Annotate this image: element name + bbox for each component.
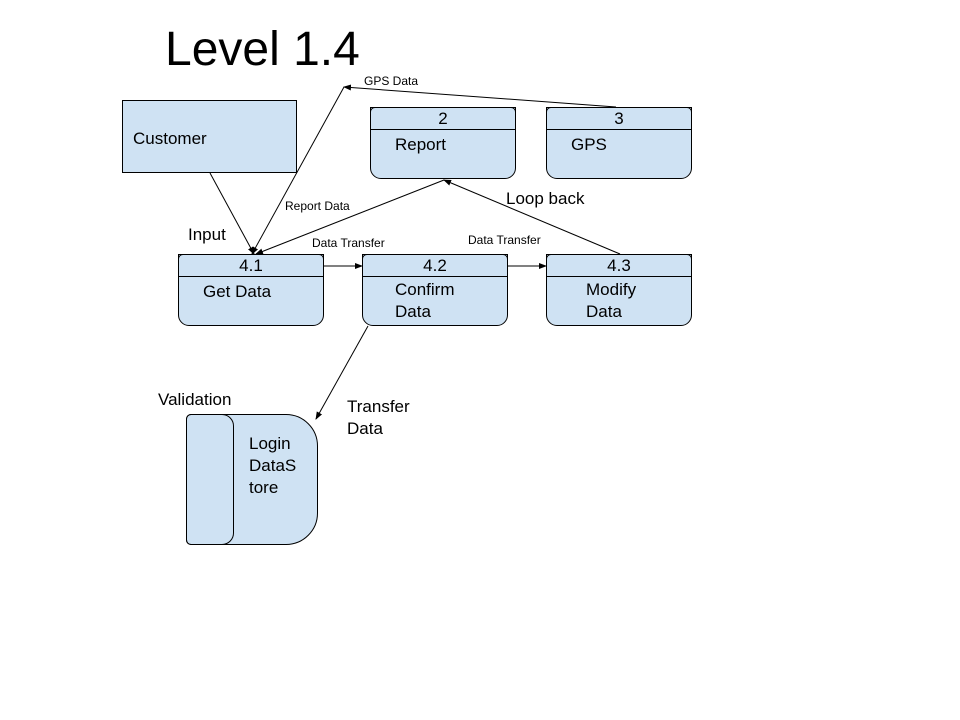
diagram-title: Level 1.4 [165, 23, 360, 76]
customer-entity: Customer [122, 100, 297, 173]
process-4-1-name: Get Data [203, 282, 272, 301]
loop-back-arrow [443, 179, 621, 255]
input-label: Input [188, 225, 226, 244]
report-data-label: Report Data [285, 199, 350, 213]
datastore-label-line2: DataS [249, 456, 297, 475]
transfer-data-label-line2: Data [347, 419, 383, 438]
transfer-data-label: Transfer Data [347, 396, 410, 440]
customer-to-4-1-arrow [209, 172, 255, 255]
process-2-id: 2 [370, 107, 516, 130]
process-4-2-name-line1: Confirm [395, 280, 455, 299]
datastore-label-line1: Login [249, 434, 291, 453]
process-4-2-id: 4.2 [362, 254, 508, 277]
process-4-1: 4.1 Get Data [178, 254, 324, 326]
process-2-name: Report [395, 135, 447, 154]
validation-label: Validation [158, 390, 232, 409]
transfer-to-datastore-arrow [315, 325, 369, 420]
process-3: 3 GPS [546, 107, 692, 179]
customer-label: Customer [133, 129, 207, 148]
datastore-label: Login DataS tore [249, 433, 311, 499]
transfer-data-label-line1: Transfer [347, 397, 410, 416]
process-4-3: 4.3 Modify Data [546, 254, 692, 326]
data-transfer-label-1: Data Transfer [312, 236, 385, 250]
process-4-2: 4.2 Confirm Data [362, 254, 508, 326]
process-4-3-id: 4.3 [546, 254, 692, 277]
login-datastore: Login DataS tore [186, 414, 318, 545]
report-data-arrow [255, 179, 445, 255]
gps-data-arrow [343, 84, 617, 108]
process-4-2-name: Confirm Data [395, 279, 455, 323]
gps-data-label: GPS Data [364, 74, 419, 88]
process-4-3-name-line1: Modify [586, 280, 637, 299]
data-transfer-label-2: Data Transfer [468, 233, 541, 247]
process-4-2-name-line2: Data [395, 302, 431, 321]
process-4-3-name: Modify Data [586, 279, 636, 323]
loop-back-label: Loop back [506, 189, 585, 208]
process-3-name: GPS [571, 135, 607, 154]
datastore-label-line3: tore [249, 478, 279, 497]
process-4-3-name-line2: Data [586, 302, 622, 321]
datastore-tab [186, 414, 234, 545]
process-2: 2 Report [370, 107, 516, 179]
process-3-id: 3 [546, 107, 692, 130]
peak-to-4-1-arrow [251, 86, 345, 255]
